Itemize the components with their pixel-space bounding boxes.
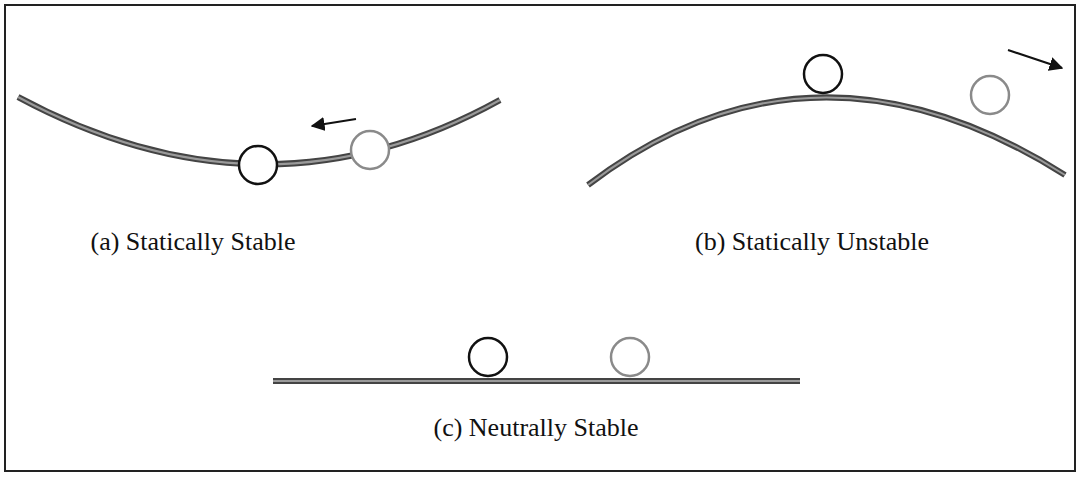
ball [239,146,277,184]
caption-label: (a) Statically Stable [90,226,295,257]
displaced-ball [611,338,649,376]
caption-label: (c) Neutrally Stable [433,412,638,443]
caption-label: (b) Statically Unstable [695,226,929,257]
motion-arrow [312,119,356,126]
ball [804,55,842,93]
flat-surface [273,381,800,382]
motion-arrow [1008,50,1062,68]
displaced-ball [971,76,1009,114]
displaced-ball [351,131,389,169]
ball [469,338,507,376]
figure-border [5,5,1075,471]
